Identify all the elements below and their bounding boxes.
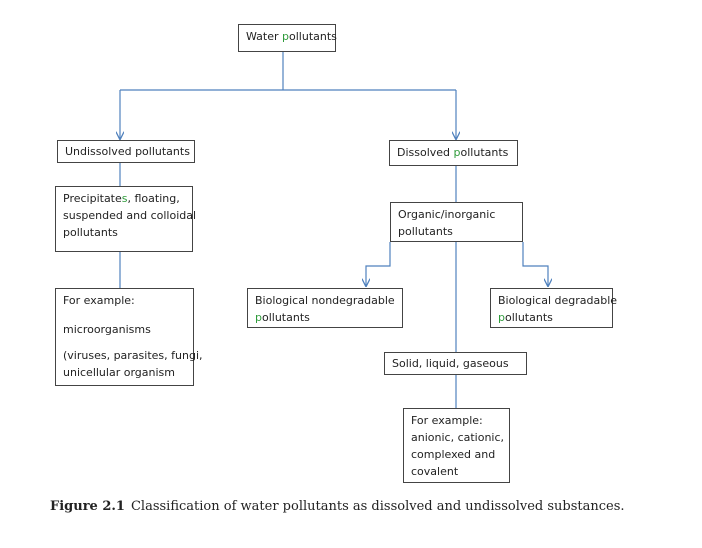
node-biological-degradable: Biological degradable pollutants bbox=[490, 288, 617, 328]
node-example-microorganisms: For example: microorganisms (viruses, pa… bbox=[55, 288, 203, 386]
node-organic-inorganic: Organic/inorganic pollutants bbox=[390, 202, 523, 242]
node-water-pollutants: Water pollutants bbox=[238, 24, 337, 52]
arrow-to-degradable bbox=[522, 242, 548, 286]
node-precipitates: Precipitates, floating, suspended and co… bbox=[55, 186, 196, 252]
figure-caption: Figure 2.1 Classification of water pollut… bbox=[50, 499, 625, 514]
node-dissolved-pollutants: Dissolved pollutants bbox=[389, 140, 518, 166]
node-solid-liquid-gaseous: Solid, liquid, gaseous bbox=[384, 352, 527, 375]
node-undissolved-pollutants: Undissolved pollutants bbox=[57, 140, 195, 163]
figure-label: Figure 2.1 bbox=[50, 499, 125, 514]
figure-caption-text: Classification of water pollutants as di… bbox=[130, 499, 625, 514]
node-biological-nondegradable: Biological nondegradable pollutants bbox=[247, 288, 403, 328]
node-example-ionic: For example: anionic, cationic, complexe… bbox=[403, 408, 510, 483]
arrow-to-nondegradable bbox=[366, 242, 391, 286]
